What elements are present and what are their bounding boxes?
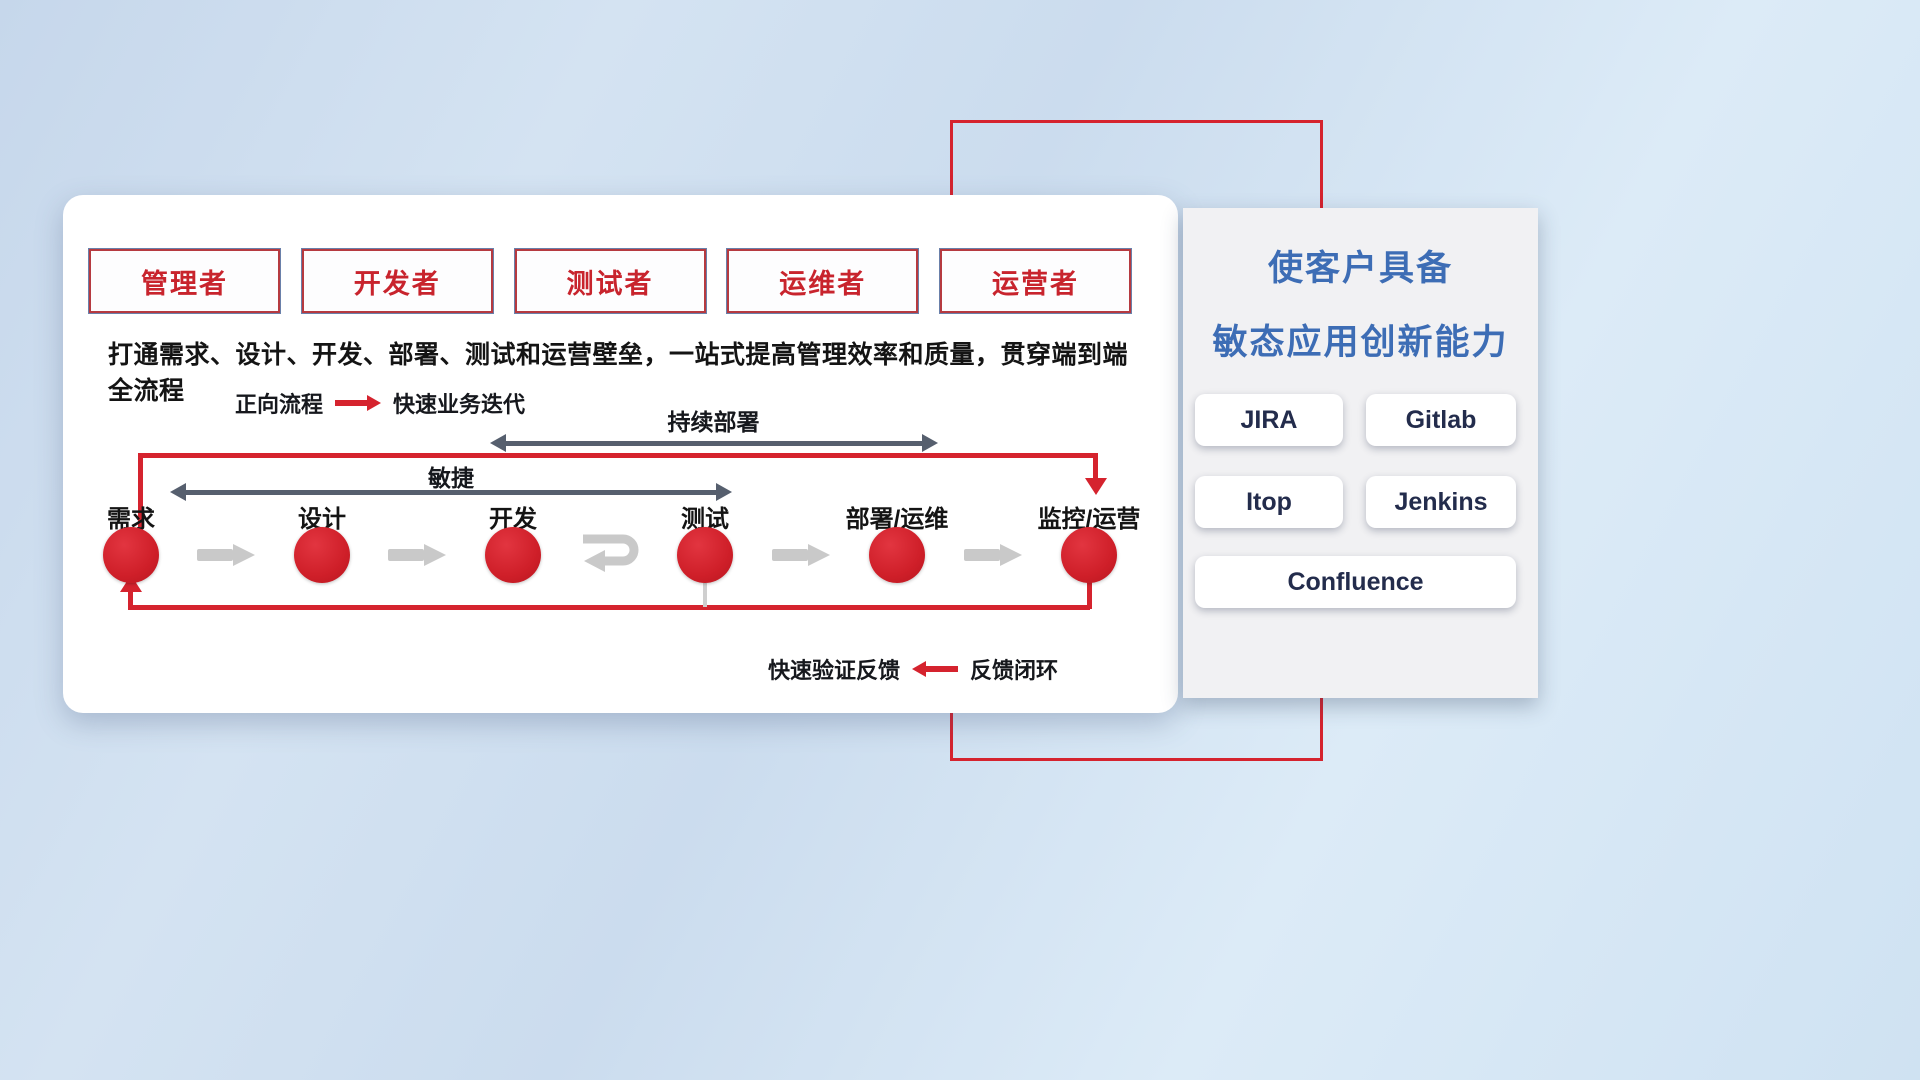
- legend-feedback: 快速验证反馈 反馈闭环: [768, 653, 1058, 685]
- forward-line-top: [138, 453, 1098, 458]
- capability-panel: 使客户具备 敏态应用创新能力 JIRA Gitlab Itop Jenkins …: [1183, 208, 1538, 698]
- tool-box-jenkins: Jenkins: [1366, 476, 1516, 528]
- cd-span-label: 持续部署: [667, 409, 760, 435]
- role-label: 运维者: [779, 268, 867, 299]
- right-arrow-icon: [335, 395, 382, 411]
- agile-span-arrow: [170, 483, 732, 501]
- tool-box-itop: Itop: [1195, 476, 1343, 528]
- roles-row: 管理者 开发者 测试者 运维者 运营者: [89, 249, 1131, 313]
- capability-title-line2: 敏态应用创新能力: [1212, 323, 1509, 362]
- down-arrowhead-icon: [1085, 478, 1107, 495]
- feedback-line-right-stub: [1087, 581, 1092, 609]
- forward-line-left: [138, 453, 143, 527]
- role-label: 测试者: [566, 268, 654, 299]
- flow-arrow-icon: [197, 544, 255, 566]
- legend-feedback-label: 反馈闭环: [970, 658, 1059, 683]
- tool-box-jira: JIRA: [1195, 394, 1343, 446]
- flow-arrow-icon: [388, 544, 446, 566]
- role-box-tester: 测试者: [514, 249, 706, 313]
- node-circle-requirements: [103, 527, 159, 583]
- node-circle-testing: [677, 527, 733, 583]
- role-box-operator: 运营者: [940, 249, 1131, 313]
- role-label: 管理者: [141, 268, 228, 299]
- legend-forward-desc: 快速业务迭代: [393, 392, 526, 417]
- agile-span-label: 敏捷: [428, 465, 474, 491]
- node-circle-development: [485, 527, 541, 583]
- feedback-line-bottom: [128, 605, 1090, 610]
- devops-flow-panel: 管理者 开发者 测试者 运维者 运营者 打通需求、设计、开发、部署、测试和运营壁…: [63, 195, 1178, 713]
- node-circle-monitor-operate: [1061, 527, 1117, 583]
- tool-box-confluence: Confluence: [1195, 556, 1516, 608]
- node-circle-deploy-ops: [869, 527, 925, 583]
- legend-feedback-desc: 快速验证反馈: [768, 658, 901, 683]
- iteration-loop-icon: [571, 525, 647, 580]
- role-label: 开发者: [353, 268, 441, 299]
- forward-line-right-stub: [1093, 453, 1098, 479]
- role-box-ops: 运维者: [727, 249, 919, 313]
- capability-title-line1: 使客户具备: [1267, 249, 1453, 288]
- role-box-manager: 管理者: [89, 249, 280, 313]
- role-box-developer: 开发者: [301, 249, 493, 313]
- role-label: 运营者: [992, 268, 1079, 299]
- cd-span-arrow: [490, 434, 938, 452]
- flow-arrow-icon: [964, 544, 1022, 566]
- flow-arrow-icon: [772, 544, 830, 566]
- node-circle-design: [294, 527, 350, 583]
- tool-box-gitlab: Gitlab: [1366, 394, 1516, 446]
- subtitle: 打通需求、设计、开发、部署、测试和运营壁垒，一站式提高管理效率和质量，贯穿端到端…: [108, 341, 1129, 405]
- testing-feedback-connector: [703, 583, 707, 607]
- left-arrow-icon: [912, 661, 959, 677]
- legend-forward-label: 正向流程: [235, 392, 324, 417]
- feedback-line-left-stub: [128, 591, 133, 607]
- legend-forward: 正向流程 快速业务迭代: [235, 387, 525, 419]
